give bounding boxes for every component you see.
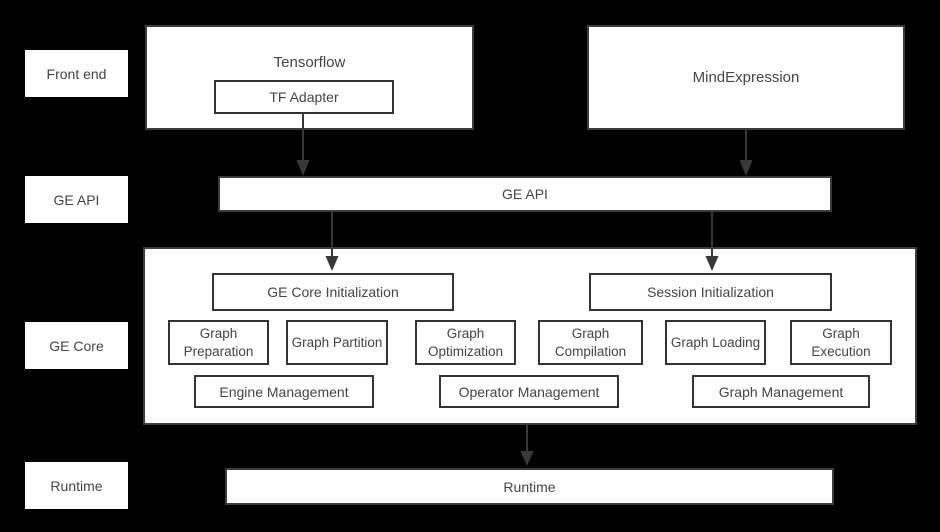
graph-loading-box: Graph Loading [665,320,766,365]
runtime-bar: Runtime [225,468,834,505]
operator-management-box: Operator Management [439,375,619,408]
arrow-mindexpression-to-ge-api [739,130,753,176]
side-label-front-end: Front end [25,50,128,97]
graph-optimization-box: Graph Optimization [415,320,516,365]
ge-api-bar: GE API [218,176,832,212]
ge-core-box: GE Core Initialization Session Initializ… [143,247,917,425]
graph-execution-box: Graph Execution [790,320,892,365]
side-label-ge-core: GE Core [25,322,128,369]
graph-management-box: Graph Management [692,375,870,408]
graph-compilation-box: Graph Compilation [538,320,643,365]
tensorflow-label: Tensorflow [273,54,346,71]
graph-preparation-box: Graph Preparation [168,320,269,365]
graph-partition-box: Graph Partition [286,320,388,365]
side-label-ge-api: GE API [25,176,128,223]
tf-adapter-box: TF Adapter [214,80,394,114]
engine-management-box: Engine Management [194,375,374,408]
mindexpression-box: MindExpression [587,25,905,130]
ge-core-initialization-box: GE Core Initialization [212,273,454,311]
arrow-ge-core-to-runtime [520,425,534,466]
tensorflow-box: Tensorflow TF Adapter [145,25,474,130]
session-initialization-box: Session Initialization [589,273,832,311]
side-label-runtime: Runtime [25,462,128,509]
